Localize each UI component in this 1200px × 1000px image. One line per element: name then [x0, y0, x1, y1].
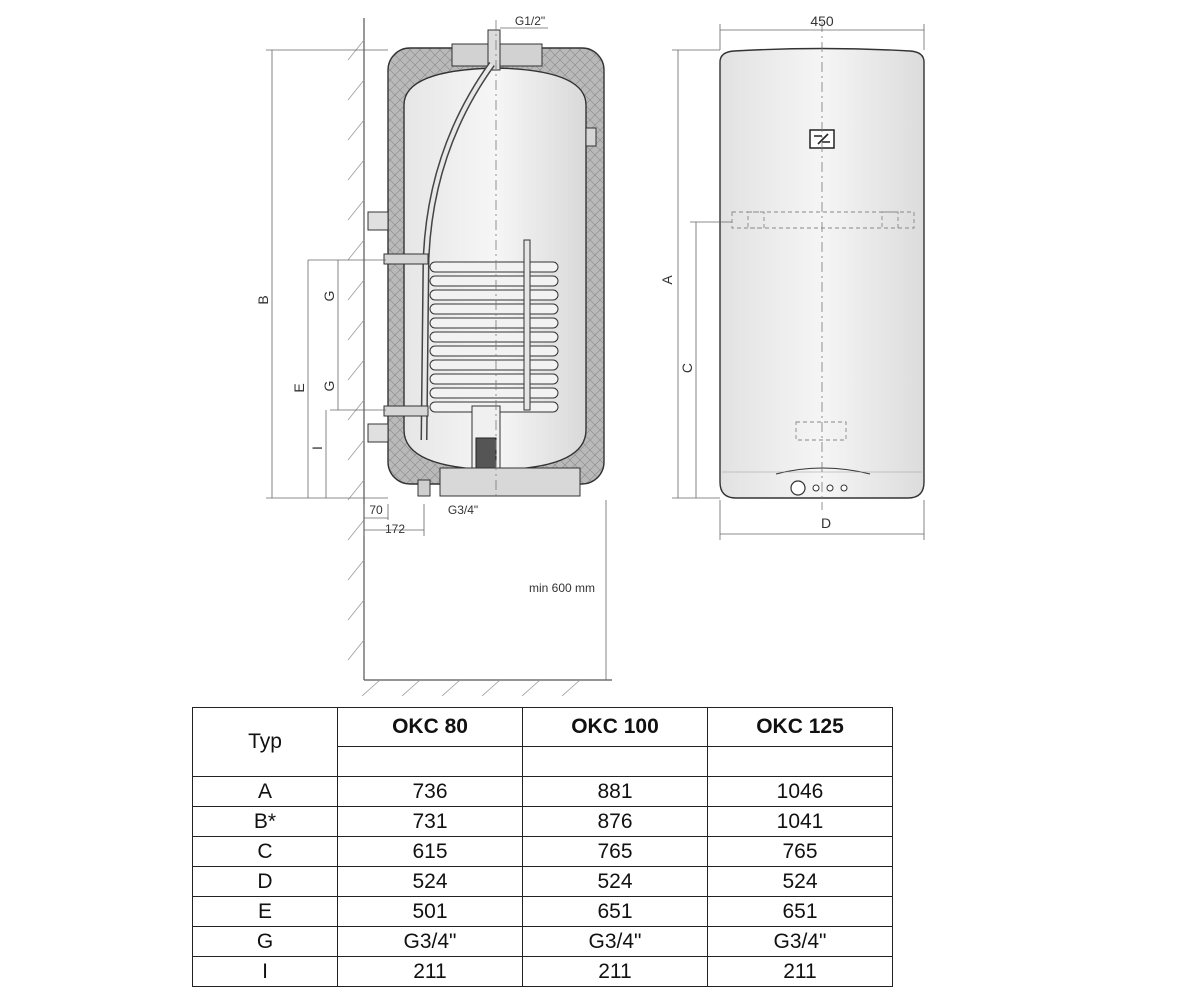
table-cell: 765: [522, 836, 708, 867]
wall: [347, 18, 612, 697]
table-cell: 736: [337, 776, 523, 807]
table-cell: 651: [522, 896, 708, 927]
table-cell: G3/4": [522, 926, 708, 957]
table-row-E: E 501 651 651: [192, 896, 893, 927]
table-cell: 524: [707, 866, 893, 897]
table-cell: G3/4": [707, 926, 893, 957]
heat-exchanger-coil: [429, 261, 559, 413]
table-cell: 211: [337, 956, 523, 987]
row-label: I: [192, 956, 338, 987]
table-cell: 651: [707, 896, 893, 927]
row-label: C: [192, 836, 338, 867]
front-dimensions: [672, 24, 925, 540]
table-row-C: C 615 765 765: [192, 836, 893, 867]
table-cell: 876: [522, 806, 708, 837]
dim-B-label: B: [255, 295, 271, 304]
table-cell: 211: [522, 956, 708, 987]
row-label: A: [192, 776, 338, 807]
table-cell: 731: [337, 806, 523, 837]
table-cell: 211: [707, 956, 893, 987]
row-label: G: [192, 926, 338, 957]
dim-E-label: E: [291, 383, 307, 392]
blank-cell: [707, 746, 893, 777]
table-row-B: B* 731 876 1041: [192, 806, 893, 837]
table-cell: 881: [522, 776, 708, 807]
section-view: [367, 20, 605, 498]
table-cell: G3/4": [337, 926, 523, 957]
model-okc-100: OKC 100: [522, 707, 708, 747]
dim-D-label: D: [821, 515, 831, 531]
dim-172-label: 172: [385, 522, 405, 536]
table-cell: 524: [522, 866, 708, 897]
typ-header: Typ: [192, 707, 338, 777]
dim-C-label: C: [679, 363, 695, 373]
table-row-D: D 524 524 524: [192, 866, 893, 897]
table-cell: 1046: [707, 776, 893, 807]
dim-450-label: 450: [810, 13, 834, 29]
table-cell: 615: [337, 836, 523, 867]
dim-I-label: I: [309, 446, 325, 450]
dim-bottom-connection-label: G3/4": [448, 503, 478, 517]
row-label: B*: [192, 806, 338, 837]
table-cell: 1041: [707, 806, 893, 837]
front-view: [719, 22, 925, 510]
table-row-G: G G3/4" G3/4" G3/4": [192, 926, 893, 957]
dimensions-table: Typ OKC 80 OKC 100 OKC 125 A 736 881 104…: [192, 707, 893, 987]
model-okc-80: OKC 80: [337, 707, 523, 747]
row-label: E: [192, 896, 338, 927]
thermostat-knob-icon: [790, 480, 806, 496]
dim-70-label: 70: [369, 503, 383, 517]
dim-G-lower-label: G: [321, 381, 337, 392]
dim-clearance-label: min 600 mm: [529, 581, 595, 595]
blank-cell: [337, 746, 523, 777]
table-cell: 524: [337, 866, 523, 897]
dim-G-upper-label: G: [321, 291, 337, 302]
blank-cell: [522, 746, 708, 777]
row-label: D: [192, 866, 338, 897]
technical-drawing: B G G E I G1/2" 70 172 G3/4" min 600 mm: [255, 13, 925, 697]
model-okc-125: OKC 125: [707, 707, 893, 747]
table-row-A: A 736 881 1046: [192, 776, 893, 807]
dim-top-connection-label: G1/2": [515, 14, 545, 28]
table-cell: 765: [707, 836, 893, 867]
table-row-I: I 211 211 211: [192, 956, 893, 987]
table-cell: 501: [337, 896, 523, 927]
dim-A-label: A: [659, 275, 675, 285]
section-dimensions: [266, 27, 607, 680]
